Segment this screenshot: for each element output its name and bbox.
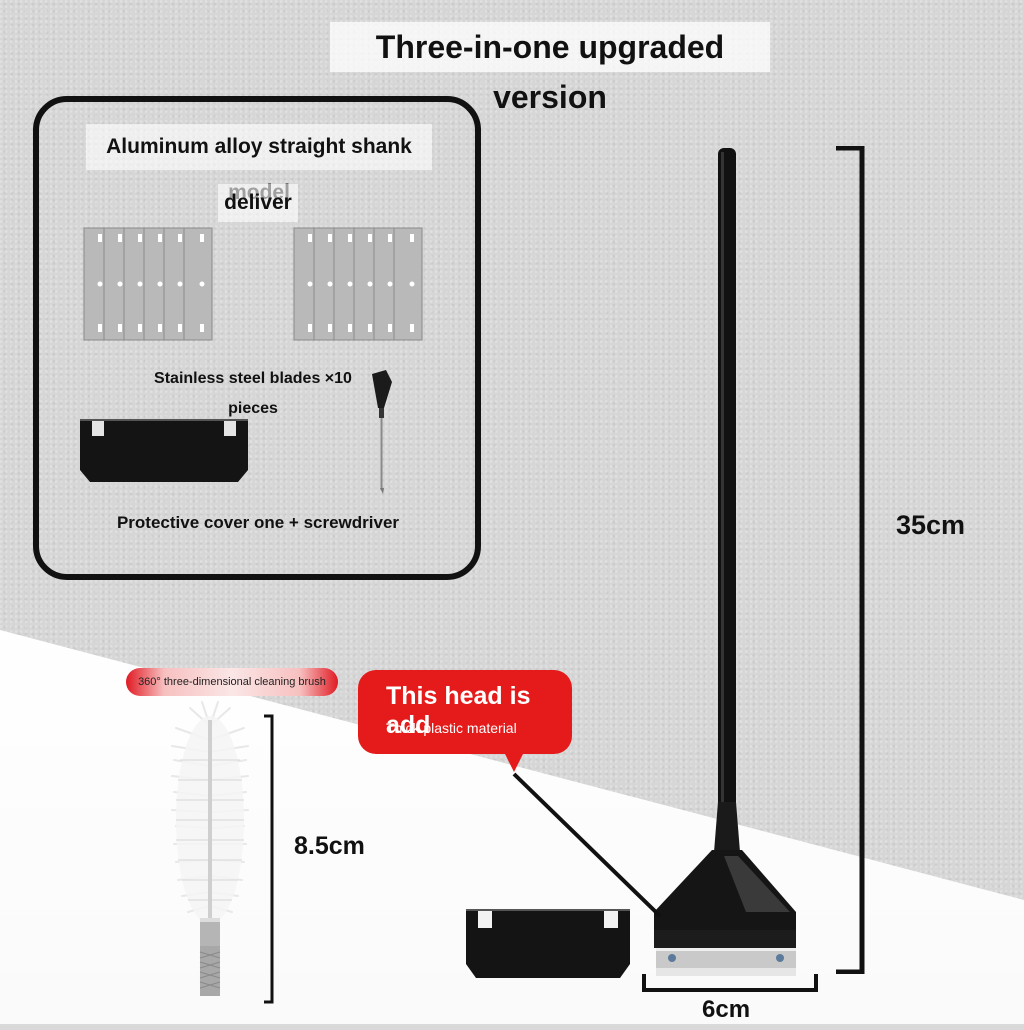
cleaning-brush-icon	[171, 701, 249, 996]
width-label: 6cm	[702, 996, 751, 1023]
blade-stack-left	[83, 227, 213, 341]
callout-subtitle: Thick plastic material	[386, 720, 517, 736]
brush-length-label: 8.5cm	[294, 832, 365, 860]
blades-label: Stainless steel blades ×10 pieces	[154, 370, 352, 417]
brush-tag: 360° three-dimensional cleaning brush	[126, 668, 338, 696]
deliver-label: deliver	[218, 184, 298, 222]
model-label: Aluminum alloy straight shank model	[86, 124, 432, 204]
callout-leader-line	[512, 772, 662, 918]
package-contents-panel	[33, 96, 481, 580]
length-label: 35cm	[896, 510, 966, 540]
protective-cover-bottom-icon	[466, 909, 630, 978]
length-dimension-bracket	[836, 146, 865, 974]
callout-tail	[504, 752, 524, 772]
width-dimension-bracket	[642, 974, 818, 992]
page-title: Three-in-one upgraded version	[330, 22, 770, 115]
scraper-tool-icon	[654, 148, 796, 976]
blade-stack-right	[293, 227, 423, 341]
protective-cover-icon	[80, 419, 248, 482]
callout-title: This head is add	[386, 682, 531, 739]
head-callout: This head is add Thick plastic material	[358, 670, 572, 754]
screwdriver-icon	[372, 370, 392, 494]
cover-label: Protective cover one + screwdriver	[116, 513, 400, 532]
brush-dimension-bracket	[264, 714, 274, 1004]
